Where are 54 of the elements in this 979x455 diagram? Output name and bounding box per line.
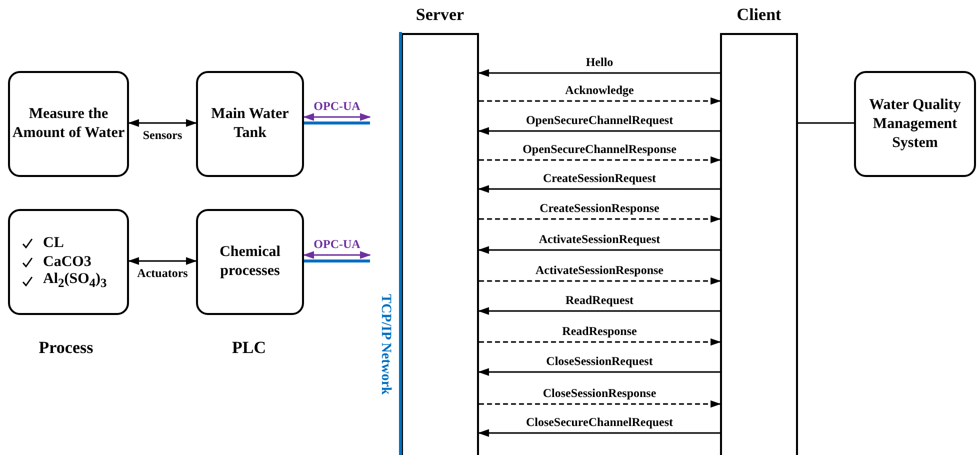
process-box: [8, 209, 129, 315]
process-box: [196, 71, 304, 177]
box-text: Measure the Amount of Water: [11, 105, 126, 143]
arrow: [479, 97, 722, 105]
edge-label: ActivateSessionResponse: [534, 263, 666, 277]
edge-label: ActivateSessionRequest: [536, 232, 662, 246]
column-label: PLC: [232, 338, 266, 358]
arrow: [479, 400, 722, 408]
arrow: [478, 246, 720, 254]
edge-label: CloseSecureChannelRequest: [524, 415, 676, 429]
box-text: Main Water Tank: [210, 105, 290, 143]
connector-line: [798, 122, 854, 124]
column-label: Process: [38, 338, 94, 358]
process-box: [196, 209, 304, 315]
edge-label: OpenSecureChannelResponse: [520, 142, 678, 156]
arrow: [478, 368, 720, 376]
edge-label: Hello: [584, 55, 616, 69]
participant-label: Server: [414, 5, 466, 25]
arrow: [128, 119, 198, 127]
box-text: Water Quality Management System: [868, 96, 962, 152]
arrow: [478, 429, 720, 437]
network-label: TCP/IP Network: [377, 294, 393, 395]
edge-label: CreateSessionResponse: [538, 201, 662, 215]
edge-label: ReadRequest: [564, 293, 636, 307]
edge-label: CloseSessionRequest: [544, 354, 655, 368]
arrow: [479, 338, 722, 346]
list-item: Al$_{2}$(SO$_{4}$)$_{3}$: [43, 270, 107, 292]
arrow: [128, 257, 198, 265]
list-item: CaCO3: [43, 252, 92, 272]
arrow: [478, 69, 720, 77]
box-text: Chemical processes: [218, 243, 282, 281]
edge-label: OPC-UA: [312, 99, 362, 113]
arrow: [479, 277, 722, 285]
process-box: [854, 71, 976, 177]
edge-label: CloseSessionResponse: [540, 386, 658, 400]
edge-label: CreateSessionRequest: [540, 171, 658, 185]
edge-label: OPC-UA: [312, 237, 362, 251]
connector-line: [304, 260, 370, 262]
connector-line: [304, 122, 370, 124]
list-item: CL: [43, 234, 64, 252]
edge-label: OpenSecureChannelRequest: [524, 113, 676, 127]
edge-label: Actuators: [135, 266, 190, 280]
arrow: [478, 307, 720, 315]
edge-label: ReadResponse: [560, 324, 639, 338]
participant-label: Client: [736, 5, 782, 25]
arrow: [478, 185, 720, 193]
edge-label: Sensors: [140, 128, 184, 142]
arrow: [479, 156, 722, 164]
arrow: [302, 113, 372, 121]
edge-label: Acknowledge: [563, 83, 636, 97]
arrow: [478, 127, 720, 135]
arrow: [479, 215, 722, 223]
process-box: [8, 71, 129, 177]
arrow: [302, 251, 372, 259]
